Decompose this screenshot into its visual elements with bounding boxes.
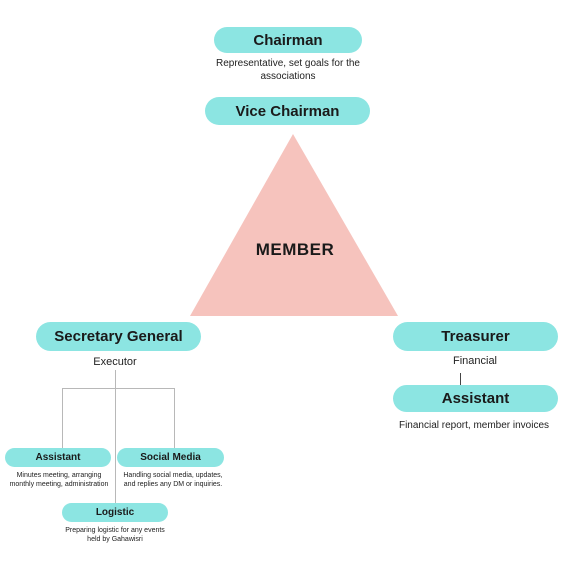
secretary-general-title: Secretary General xyxy=(54,328,183,345)
connector-left xyxy=(62,388,63,448)
treasurer-description: Financial xyxy=(452,355,498,367)
chairman-description: Representative, set goals for the associ… xyxy=(183,58,393,83)
vice-chairman-title: Vice Chairman xyxy=(235,102,340,120)
connector-horizontal xyxy=(62,388,174,389)
logistic-description-line1: Preparing logistic for any events xyxy=(65,527,165,534)
chairman-description-line1: Representative, set goals for the xyxy=(216,58,360,69)
logistic-pill: Logistic xyxy=(62,503,168,522)
treasurer-assistant-pill: Assistant xyxy=(393,385,558,412)
secretary-general-pill: Secretary General xyxy=(36,322,201,351)
treasurer-assistant-title: Assistant xyxy=(441,390,510,407)
chairman-pill: Chairman xyxy=(214,27,362,53)
social-media-description-line2: and replies any DM or inquiries. xyxy=(123,480,223,488)
logistic-description: Preparing logistic for any events held b… xyxy=(52,527,178,545)
vice-chairman-pill: Vice Chairman xyxy=(205,97,370,125)
social-media-description: Handling social media, updates, and repl… xyxy=(112,472,234,490)
secretary-assistant-description: Minutes meeting, arranging monthly meeti… xyxy=(0,472,118,490)
triangle-shape xyxy=(190,134,398,316)
member-label: MEMBER xyxy=(255,240,335,259)
chairman-title: Chairman xyxy=(253,31,323,49)
social-media-title: Social Media xyxy=(140,452,201,463)
treasurer-pill: Treasurer xyxy=(393,322,558,351)
social-media-pill: Social Media xyxy=(117,448,224,467)
connector-center xyxy=(115,370,116,505)
social-media-description-line1: Handling social media, updates, xyxy=(123,472,223,479)
secretary-assistant-description-line2: monthly meeting, administration xyxy=(9,480,109,488)
logistic-description-line2: held by Gahawisri xyxy=(87,535,143,543)
chairman-description-line2: associations xyxy=(260,70,316,82)
secretary-assistant-description-line1: Minutes meeting, arranging xyxy=(16,472,102,479)
secretary-assistant-title: Assistant xyxy=(35,452,81,463)
connector-treasurer xyxy=(460,373,461,385)
secretary-general-description: Executor xyxy=(93,356,137,368)
connector-right xyxy=(174,388,175,448)
treasurer-assistant-description: Financial report, member invoices xyxy=(398,420,550,431)
logistic-title: Logistic xyxy=(95,507,135,518)
secretary-assistant-pill: Assistant xyxy=(5,448,111,467)
treasurer-title: Treasurer xyxy=(441,328,510,345)
